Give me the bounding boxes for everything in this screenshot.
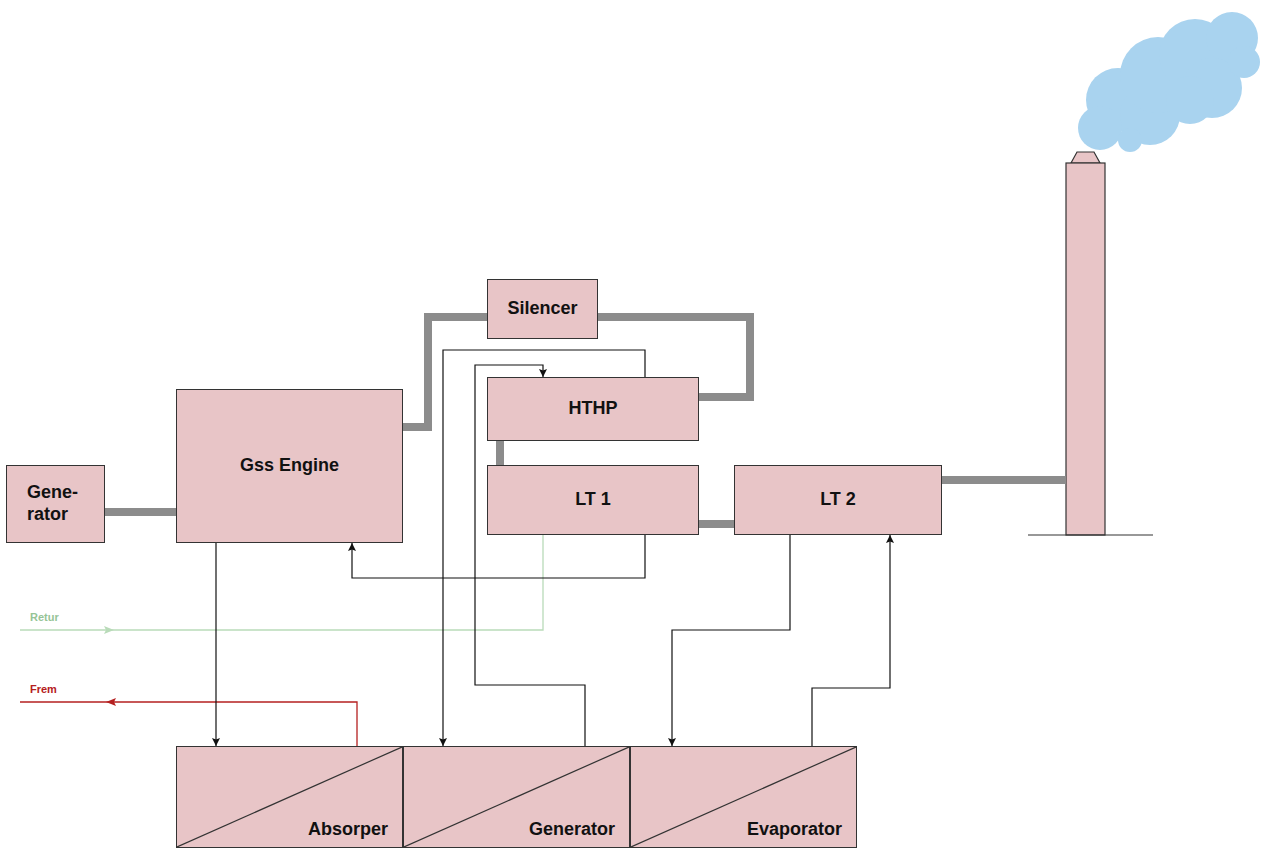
box-label: HTHP <box>569 398 618 420</box>
box-label: Generator <box>529 819 615 841</box>
flow-line <box>812 535 890 746</box>
exhaust-pipe <box>942 476 1066 484</box>
supply-line <box>20 698 357 746</box>
box-label: Absorper <box>308 819 388 841</box>
box-label: LT 2 <box>820 489 856 511</box>
box-label: Evaporator <box>747 819 842 841</box>
exhaust-pipe <box>105 508 176 516</box>
smoke-cloud <box>1078 12 1260 152</box>
absorption-unit-box: Evaporator <box>630 746 857 848</box>
generator-box: Gene- rator <box>6 465 105 543</box>
engine-box: Gss Engine <box>176 389 403 543</box>
exhaust-pipe <box>496 441 504 465</box>
flow-line <box>672 535 790 746</box>
absorption-unit-box: Generator <box>403 746 630 848</box>
heat-exchanger-box: LT 2 <box>734 465 942 535</box>
heat-exchanger-box: HTHP <box>487 377 699 441</box>
box-label: Gene- rator <box>27 482 96 525</box>
supply-label: Frem <box>30 683 57 695</box>
box-label: Silencer <box>507 298 577 320</box>
heat-exchanger-box: LT 1 <box>487 465 699 535</box>
exhaust-pipe <box>699 520 734 528</box>
box-label: LT 1 <box>575 489 611 511</box>
flow-line <box>215 543 216 746</box>
return-label: Retur <box>30 611 59 623</box>
silencer-box: Silencer <box>487 279 598 339</box>
return-line <box>20 535 543 634</box>
absorption-unit-box: Absorper <box>176 746 403 848</box>
box-label: Gss Engine <box>240 455 339 477</box>
